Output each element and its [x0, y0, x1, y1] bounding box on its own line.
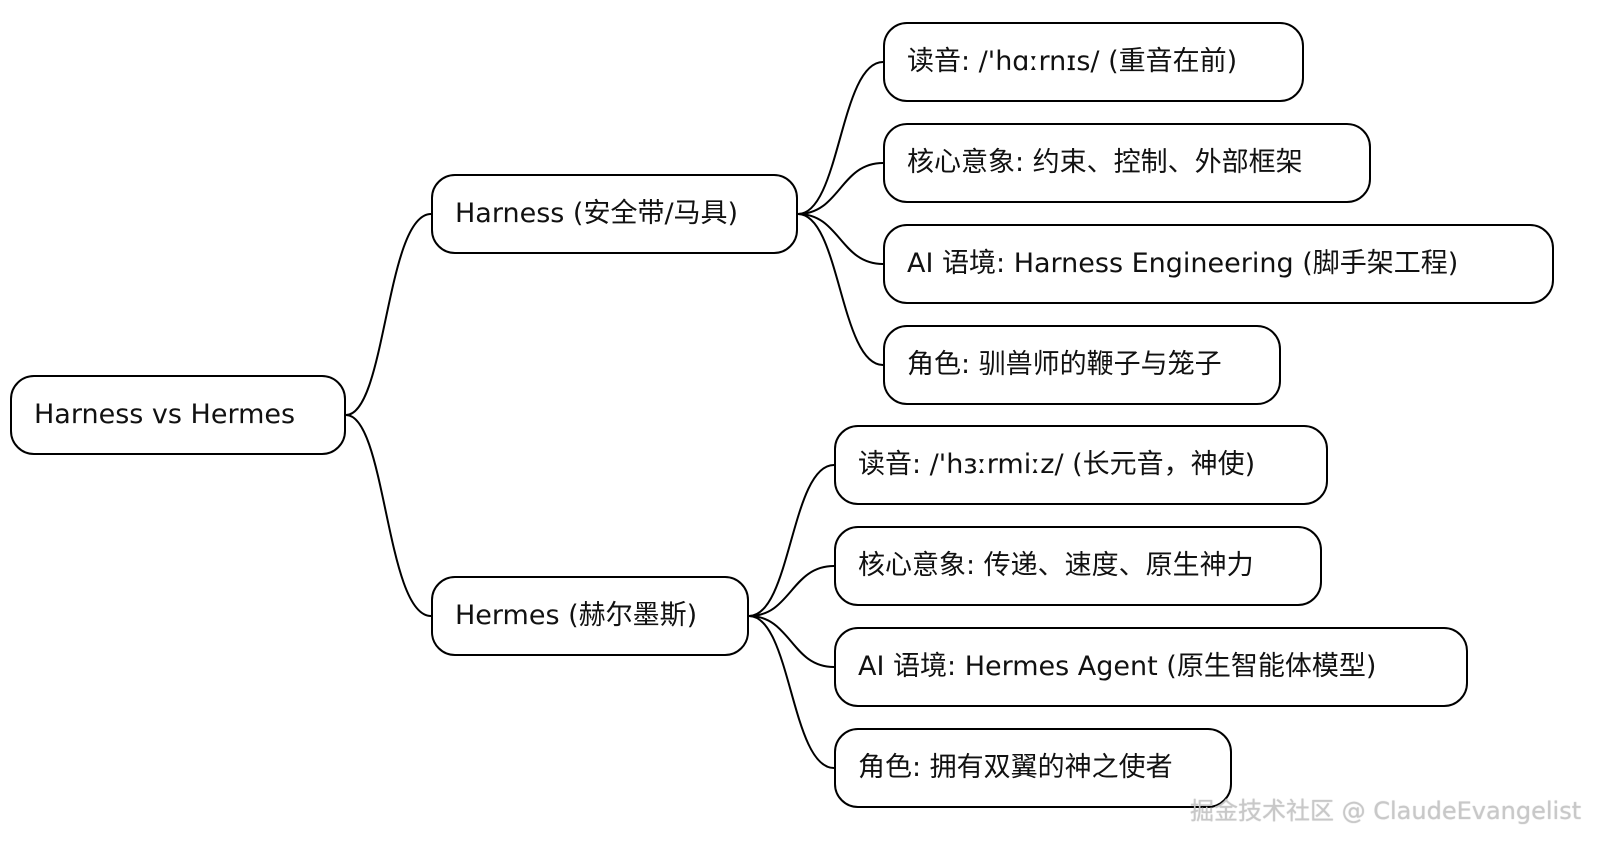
- harness-pronunciation-node: 读音: /'hɑːrnɪs/ (重音在前): [883, 22, 1304, 102]
- connector-harness-to-pronunciation: [797, 61, 884, 215]
- harness-role-node: 角色: 驯兽师的鞭子与笼子: [883, 325, 1281, 405]
- harness-core-image-node: 核心意象: 约束、控制、外部框架: [883, 123, 1371, 203]
- root-node: Harness vs Hermes: [10, 375, 346, 455]
- hermes-pronunciation-node: 读音: /'hɜːrmiːz/ (长元音，神使): [834, 425, 1328, 505]
- connector-root-to-harness: [345, 213, 432, 416]
- hermes-core-image-node: 核心意象: 传递、速度、原生神力: [834, 526, 1322, 606]
- connector-harness-to-role: [797, 213, 884, 366]
- watermark-text: 掘金技术社区 @ ClaudeEvangelist: [1190, 797, 1582, 825]
- hermes-node: Hermes (赫尔墨斯): [431, 576, 749, 656]
- connector-harness-to-ai-context: [797, 213, 884, 265]
- hermes-ai-context-node: AI 语境: Hermes Agent (原生智能体模型): [834, 627, 1468, 707]
- connector-hermes-to-role: [748, 615, 835, 769]
- connector-hermes-to-pronunciation: [748, 464, 835, 617]
- connector-root-to-hermes: [345, 414, 432, 617]
- harness-node: Harness (安全带/马具): [431, 174, 798, 254]
- connector-hermes-to-core-image: [748, 565, 835, 617]
- harness-ai-context-node: AI 语境: Harness Engineering (脚手架工程): [883, 224, 1554, 304]
- hermes-role-node: 角色: 拥有双翼的神之使者: [834, 728, 1232, 808]
- connector-harness-to-core-image: [797, 162, 884, 215]
- connector-hermes-to-ai-context: [748, 615, 835, 668]
